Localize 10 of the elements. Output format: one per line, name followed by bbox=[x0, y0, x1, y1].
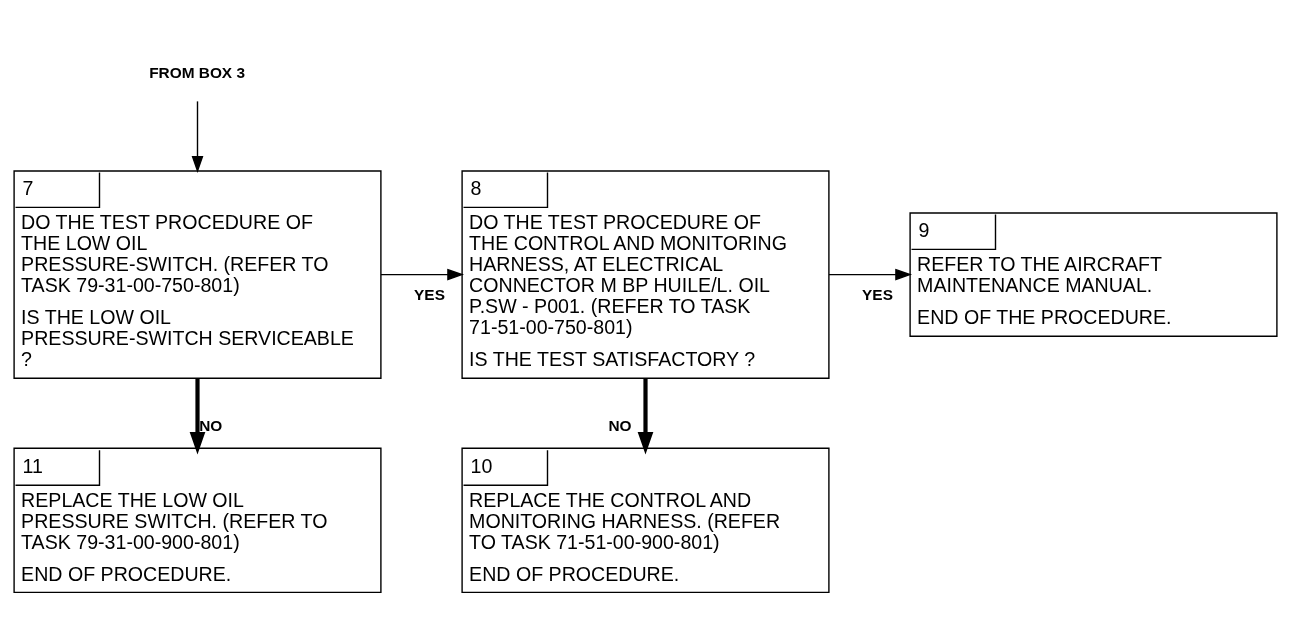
arrow bbox=[828, 268, 913, 281]
arrow bbox=[637, 378, 654, 455]
edge-label: NO bbox=[199, 417, 223, 435]
edge-label: NO bbox=[608, 417, 632, 435]
edge-label: YES bbox=[414, 285, 445, 303]
node-text: FROM BOX 3 bbox=[149, 64, 245, 82]
arrow bbox=[189, 378, 206, 455]
edge-label: YES bbox=[862, 285, 893, 303]
arrow bbox=[380, 268, 465, 281]
arrow bbox=[191, 100, 204, 173]
